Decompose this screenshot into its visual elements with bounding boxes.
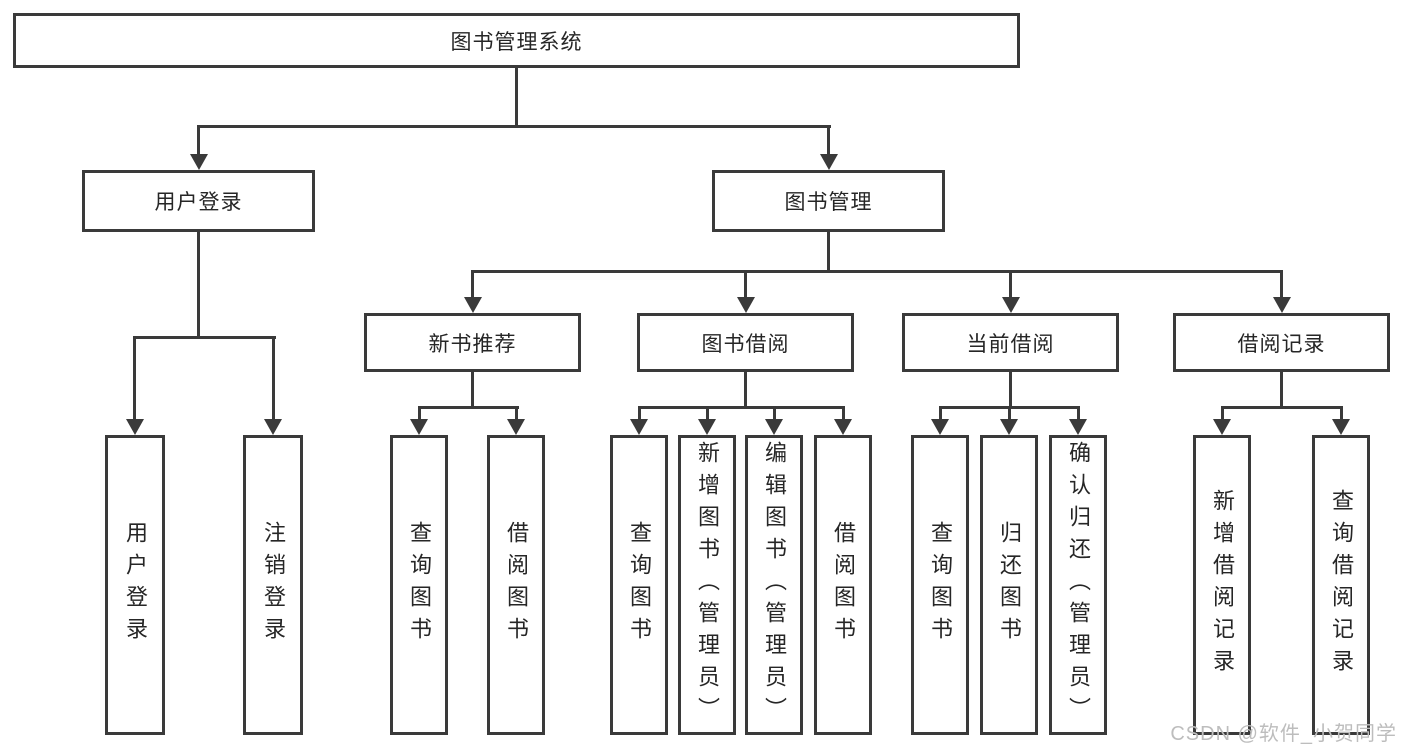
connector-line (827, 125, 830, 156)
connector-line (1280, 372, 1283, 408)
connector-line (827, 232, 830, 273)
arrowhead-icon (931, 419, 949, 435)
connector-line (1008, 406, 1011, 421)
connector-line (638, 406, 641, 421)
arrowhead-icon (464, 297, 482, 313)
arrowhead-icon (507, 419, 525, 435)
arrowhead-icon (737, 297, 755, 313)
arrowhead-icon (410, 419, 428, 435)
connector-line (1221, 406, 1224, 421)
leaf-borrow-query-book-label: 查询图书 (627, 521, 652, 649)
arrowhead-icon (1332, 419, 1350, 435)
connector-line (418, 406, 421, 421)
node-root: 图书管理系统 (13, 13, 1020, 68)
connector-line (197, 125, 831, 128)
connector-line (418, 406, 519, 409)
arrowhead-icon (1273, 297, 1291, 313)
connector-line (197, 232, 200, 339)
leaf-user-login-label: 用户登录 (123, 521, 148, 649)
node-book-borrow: 图书借阅 (637, 313, 854, 372)
leaf-borrow-query-book: 查询图书 (610, 435, 668, 735)
connector-line (272, 336, 275, 421)
leaf-logout-login: 注销登录 (243, 435, 303, 735)
node-book-management-label: 图书管理 (784, 191, 873, 214)
leaf-records-add-record-label: 新增借阅记录 (1210, 489, 1235, 681)
node-user-login: 用户登录 (82, 170, 315, 232)
node-borrow-records-label: 借阅记录 (1237, 332, 1326, 356)
connector-line (1221, 406, 1342, 409)
leaf-borrow-borrow-book: 借阅图书 (814, 435, 872, 735)
arrowhead-icon (834, 419, 852, 435)
leaf-borrow-borrow-book-label: 借阅图书 (831, 521, 856, 649)
arrowhead-icon (630, 419, 648, 435)
leaf-records-query-record: 查询借阅记录 (1312, 435, 1370, 735)
leaf-newbook-borrow-book: 借阅图书 (487, 435, 545, 735)
connector-line (471, 270, 1283, 273)
arrowhead-icon (126, 419, 144, 435)
arrowhead-icon (1002, 297, 1020, 313)
leaf-current-query-book-label: 查询图书 (928, 521, 953, 649)
connector-line (133, 336, 276, 339)
node-user-login-label: 用户登录 (154, 191, 243, 214)
leaf-borrow-add-book-admin: 新增图书（管理员） (678, 435, 736, 735)
connector-line (515, 406, 518, 421)
leaf-borrow-add-book-admin-label: 新增图书（管理员） (695, 441, 720, 729)
leaf-user-login: 用户登录 (105, 435, 165, 735)
leaf-borrow-edit-book-admin: 编辑图书（管理员） (745, 435, 803, 735)
leaf-current-return-book-label: 归还图书 (997, 521, 1022, 649)
arrowhead-icon (1213, 419, 1231, 435)
connector-line (842, 406, 845, 421)
leaf-newbook-query-book: 查询图书 (390, 435, 448, 735)
arrowhead-icon (765, 419, 783, 435)
leaf-newbook-borrow-book-label: 借阅图书 (504, 521, 529, 649)
connector-line (773, 406, 776, 421)
connector-line (1340, 406, 1343, 421)
connector-line (744, 270, 747, 299)
arrowhead-icon (264, 419, 282, 435)
leaf-records-query-record-label: 查询借阅记录 (1329, 489, 1354, 681)
connector-line (471, 270, 474, 299)
connector-line (197, 125, 200, 156)
node-current-borrow: 当前借阅 (902, 313, 1119, 372)
leaf-records-add-record: 新增借阅记录 (1193, 435, 1251, 735)
node-book-management: 图书管理 (712, 170, 945, 232)
connector-line (638, 406, 845, 409)
connector-line (515, 68, 518, 127)
watermark: CSDN @软件_小贺同学 (1170, 723, 1397, 745)
node-new-book-recommend-label: 新书推荐 (428, 332, 517, 356)
leaf-current-return-book: 归还图书 (980, 435, 1038, 735)
connector-line (1280, 270, 1283, 299)
leaf-current-query-book: 查询图书 (911, 435, 969, 735)
arrowhead-icon (820, 154, 838, 170)
leaf-newbook-query-book-label: 查询图书 (407, 521, 432, 649)
connector-line (133, 336, 136, 421)
connector-line (744, 372, 747, 408)
arrowhead-icon (1000, 419, 1018, 435)
connector-line (1009, 270, 1012, 299)
node-book-borrow-label: 图书借阅 (701, 332, 790, 356)
connector-line (471, 372, 474, 408)
connector-line (706, 406, 709, 421)
arrowhead-icon (190, 154, 208, 170)
node-current-borrow-label: 当前借阅 (966, 332, 1055, 356)
arrowhead-icon (698, 419, 716, 435)
leaf-current-confirm-return-admin-label: 确认归还（管理员） (1066, 441, 1091, 729)
node-new-book-recommend: 新书推荐 (364, 313, 581, 372)
node-root-label: 图书管理系统 (450, 30, 583, 54)
arrowhead-icon (1069, 419, 1087, 435)
leaf-current-confirm-return-admin: 确认归还（管理员） (1049, 435, 1107, 735)
node-borrow-records: 借阅记录 (1173, 313, 1390, 372)
leaf-borrow-edit-book-admin-label: 编辑图书（管理员） (762, 441, 787, 729)
connector-line (1077, 406, 1080, 421)
connector-line (939, 406, 942, 421)
leaf-logout-login-label: 注销登录 (261, 521, 286, 649)
connector-line (1009, 372, 1012, 408)
